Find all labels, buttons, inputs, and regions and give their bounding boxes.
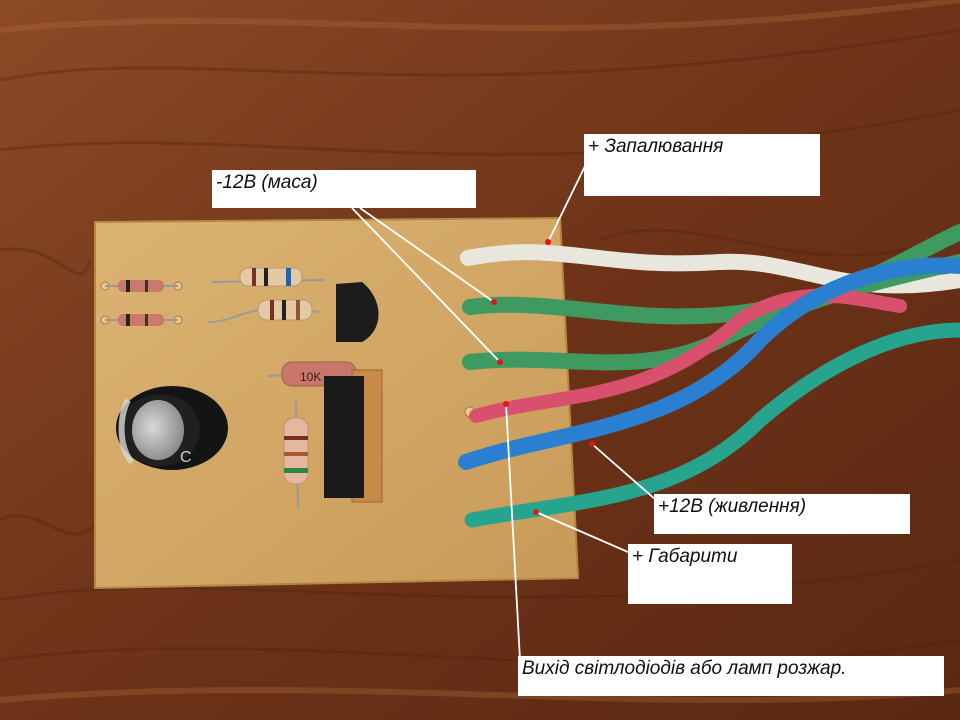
capacitor-marking: C (180, 449, 192, 466)
wood-highlights (0, 0, 960, 703)
diode-1 (105, 280, 178, 292)
leader-lines (351, 159, 657, 661)
label-ground: -12В (маса) (212, 170, 476, 208)
resistor-4 (283, 397, 309, 509)
resistor-2 (207, 299, 321, 323)
label-ground-text: -12В (маса) (216, 172, 318, 193)
label-power: +12В (живлення) (654, 494, 910, 534)
transistor (336, 282, 379, 342)
voltage-regulator (324, 369, 383, 503)
electrolytic-capacitor: C (116, 386, 228, 470)
wood-grain (0, 28, 960, 665)
diode-2 (105, 314, 178, 326)
resistor-marking: 10K (300, 370, 321, 384)
label-ignition-text: + Запалювання (588, 136, 724, 157)
marker-dots (491, 239, 595, 515)
wire-pink (469, 288, 907, 423)
label-output: Вихід світлодіодів або ламп розжар. (518, 656, 944, 696)
label-ignition: + Запалювання (584, 134, 820, 196)
label-output-text: Вихід світлодіодів або ламп розжар. (522, 658, 847, 679)
label-parking-lights: + Габарити (628, 544, 792, 604)
wire-teal (464, 322, 960, 528)
wires (458, 224, 960, 528)
label-power-text: +12В (живлення) (658, 496, 807, 517)
label-parking-lights-text: + Габарити (632, 546, 738, 567)
wire-blue (458, 257, 960, 470)
resistor-1 (211, 267, 326, 287)
